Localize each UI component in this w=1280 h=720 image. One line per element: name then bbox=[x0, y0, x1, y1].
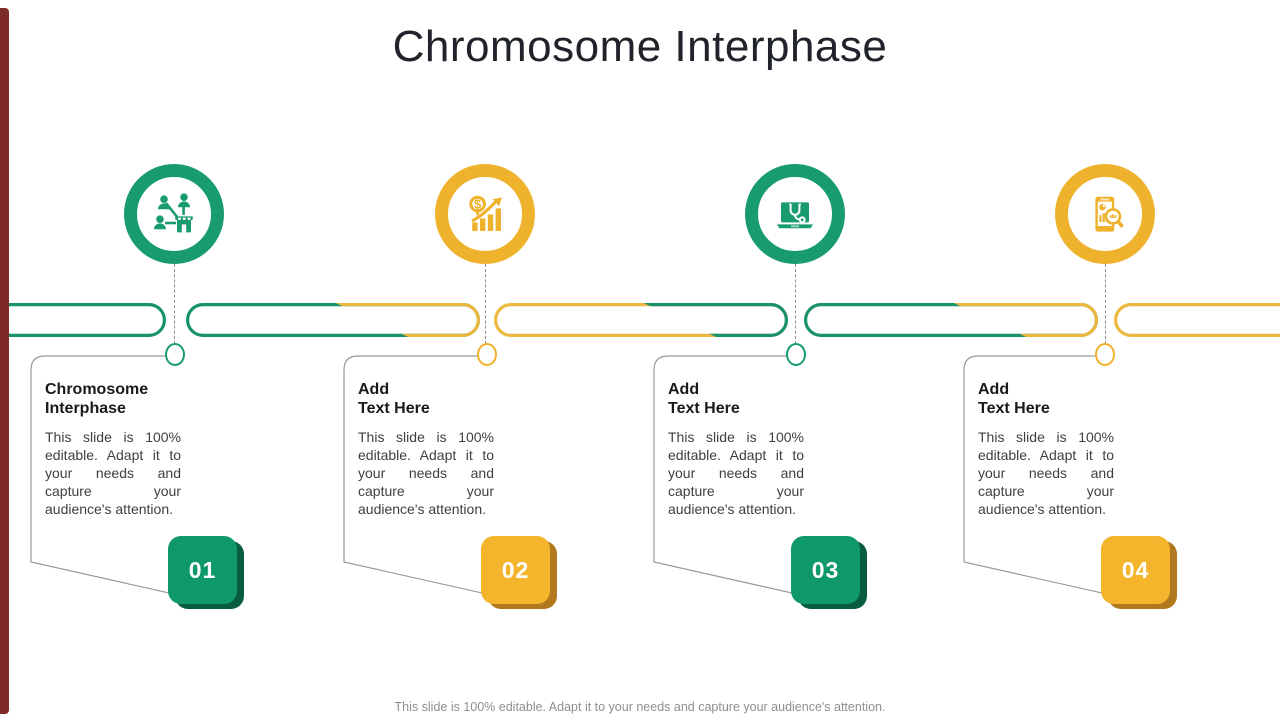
laptop-stethoscope-icon bbox=[777, 202, 813, 229]
step4-title-line2: Text Here bbox=[978, 400, 1050, 417]
step3-node-circle bbox=[785, 343, 806, 366]
step1-card-title: Chromosome Interphase bbox=[45, 380, 148, 418]
step1-card: Chromosome Interphase This slide is 100%… bbox=[20, 350, 270, 616]
timeline-pill-1 bbox=[186, 303, 480, 337]
step2-node-circle bbox=[477, 343, 497, 366]
step1-number-badge: 01 bbox=[168, 536, 237, 604]
step4-number-badge: 04 bbox=[1101, 536, 1170, 604]
step4-dashed-connector bbox=[1105, 264, 1106, 344]
step2-number-badge: 02 bbox=[481, 536, 550, 604]
step2-card-body: This slide is 100% editable. Adapt it to… bbox=[358, 429, 494, 517]
step1-icon-ring bbox=[124, 164, 224, 264]
step1-card-body: This slide is 100% editable. Adapt it to… bbox=[45, 429, 181, 517]
step3-dashed-connector bbox=[795, 264, 796, 344]
network-store-icon bbox=[154, 193, 193, 233]
timeline-pill-end bbox=[1114, 303, 1280, 337]
step3-title-line2: Text Here bbox=[668, 400, 740, 417]
step1-title-line1: Chromosome bbox=[45, 381, 149, 398]
step2-card-title: Add Text Here bbox=[358, 380, 430, 418]
step3-number-badge: 03 bbox=[791, 536, 860, 604]
step2-title-line2: Text Here bbox=[358, 400, 430, 417]
timeline-pill-2 bbox=[494, 303, 788, 337]
step1-dashed-connector bbox=[174, 264, 175, 344]
step2-icon-ring: $ bbox=[435, 164, 535, 264]
svg-text:$: $ bbox=[474, 197, 482, 212]
step4-node-circle bbox=[1095, 343, 1115, 366]
step2-dashed-connector bbox=[485, 264, 486, 344]
step4-icon-ring bbox=[1055, 164, 1155, 264]
left-accent-bar bbox=[0, 8, 9, 714]
page-title: Chromosome Interphase bbox=[392, 22, 888, 71]
step3-card-title: Add Text Here bbox=[668, 380, 740, 418]
step4-card-title: Add Text Here bbox=[978, 380, 1050, 418]
step4-card-body: This slide is 100% editable. Adapt it to… bbox=[978, 429, 1114, 517]
step3-card: Add Text Here This slide is 100% editabl… bbox=[643, 350, 893, 616]
step1-node-circle bbox=[164, 343, 185, 366]
step1-title-line2: Interphase bbox=[45, 400, 126, 417]
step4-title-line1: Add bbox=[978, 381, 1010, 398]
finance-growth-icon: $ bbox=[469, 195, 502, 231]
step2-title-line1: Add bbox=[358, 381, 390, 398]
timeline-pill-3 bbox=[804, 303, 1098, 337]
step3-title-line1: Add bbox=[668, 381, 700, 398]
footer-note: This slide is 100% editable. Adapt it to… bbox=[394, 700, 886, 714]
step4-card: Add Text Here This slide is 100% editabl… bbox=[953, 350, 1203, 616]
step2-card: Add Text Here This slide is 100% editabl… bbox=[333, 350, 583, 616]
timeline-pill-start bbox=[0, 303, 166, 337]
step3-icon-ring bbox=[745, 164, 845, 264]
step3-card-body: This slide is 100% editable. Adapt it to… bbox=[668, 429, 804, 517]
mobile-analytics-icon bbox=[1095, 196, 1124, 232]
